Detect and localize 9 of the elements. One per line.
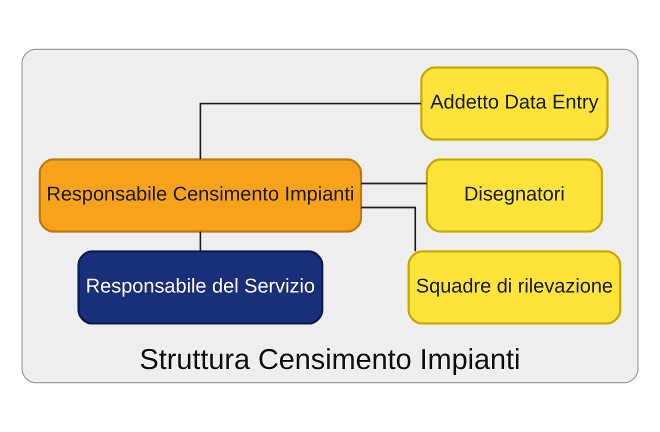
connector <box>200 102 422 160</box>
node-box: Responsabile del Servizio <box>77 250 324 325</box>
node-box: Squadre di rilevazione <box>408 250 622 325</box>
node-box: Disegnatori <box>426 158 604 233</box>
node-box: Responsabile Censimento Impianti <box>38 158 362 233</box>
node-box: Addetto Data Entry <box>420 66 609 141</box>
connector <box>200 232 202 252</box>
connector <box>361 206 416 252</box>
connector <box>361 182 427 184</box>
